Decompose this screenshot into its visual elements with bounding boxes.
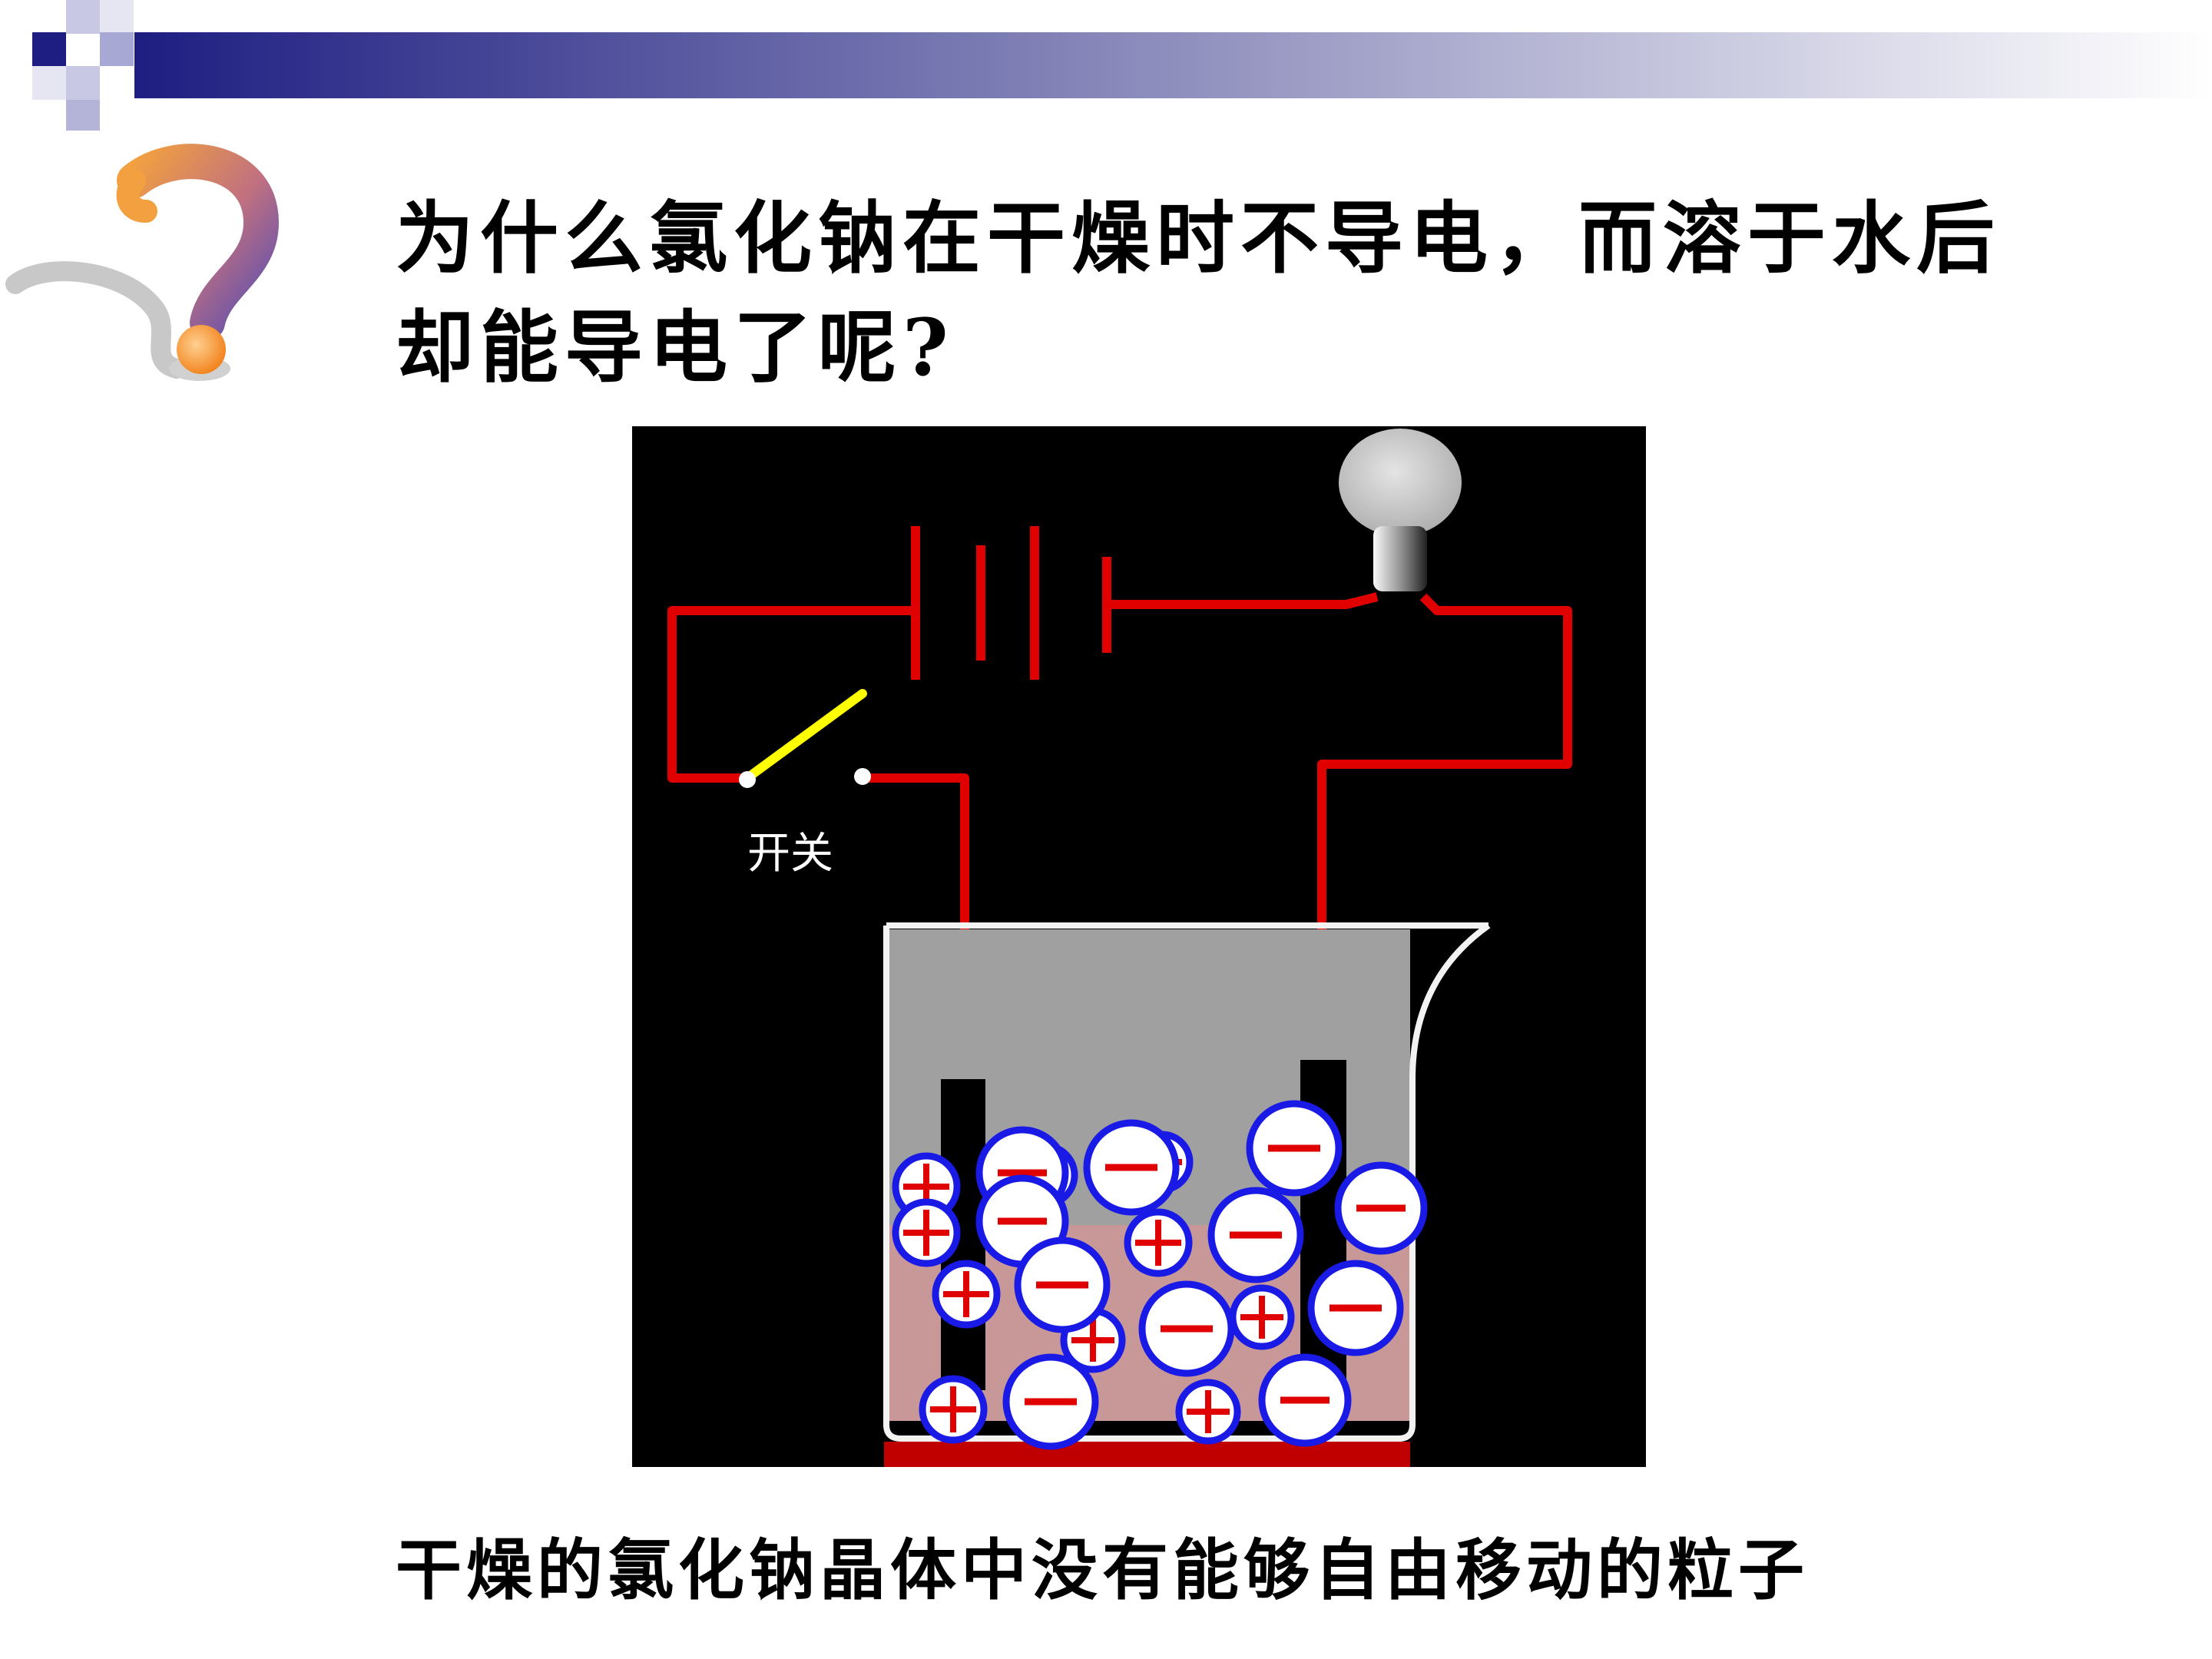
chloride-ion — [1307, 1260, 1404, 1356]
page-title: 为什么氯化钠在干燥时不导电，而溶于水后 却能导电了呢? — [396, 184, 2131, 402]
chloride-ion — [1258, 1353, 1352, 1447]
sodium-ion — [1124, 1208, 1193, 1277]
header-square — [100, 0, 134, 34]
chloride-ion — [1002, 1353, 1099, 1450]
header-square — [32, 66, 66, 100]
title-line-2: 却能导电了呢? — [396, 302, 955, 394]
chloride-ion — [1207, 1187, 1304, 1283]
caption-text: 干燥的氯化钠晶体中没有能够自由移动的粒子 — [396, 1532, 1809, 1609]
light-bulb-icon — [1339, 429, 1462, 591]
sodium-ion — [1175, 1379, 1241, 1445]
title-line-1: 为什么氯化钠在干燥时不导电，而溶于水后 — [396, 193, 2001, 285]
question-mark-icon — [5, 144, 280, 381]
header-square — [66, 0, 100, 34]
conductivity-circuit-diagram: 开关 — [632, 426, 1646, 1467]
sodium-ion — [932, 1260, 1001, 1329]
chloride-ion — [1138, 1280, 1235, 1377]
header-decoration — [0, 0, 2212, 131]
chloride-ion — [1334, 1161, 1428, 1255]
sodium-ion — [892, 1198, 961, 1267]
header-square — [100, 32, 134, 66]
chloride-ion — [1014, 1237, 1111, 1333]
header-square — [66, 66, 100, 100]
header-square — [32, 32, 66, 66]
header-square — [66, 100, 100, 131]
battery-icon — [911, 526, 1111, 680]
header-square — [0, 0, 38, 38]
ions — [892, 1100, 1428, 1450]
chloride-ion — [1246, 1100, 1343, 1197]
switch — [739, 689, 871, 788]
switch-label: 开关 — [747, 829, 833, 879]
sodium-ion — [919, 1375, 988, 1444]
chloride-ion — [1083, 1119, 1180, 1216]
header-gradient-bar — [134, 32, 2212, 98]
sodium-ion — [1229, 1284, 1295, 1350]
